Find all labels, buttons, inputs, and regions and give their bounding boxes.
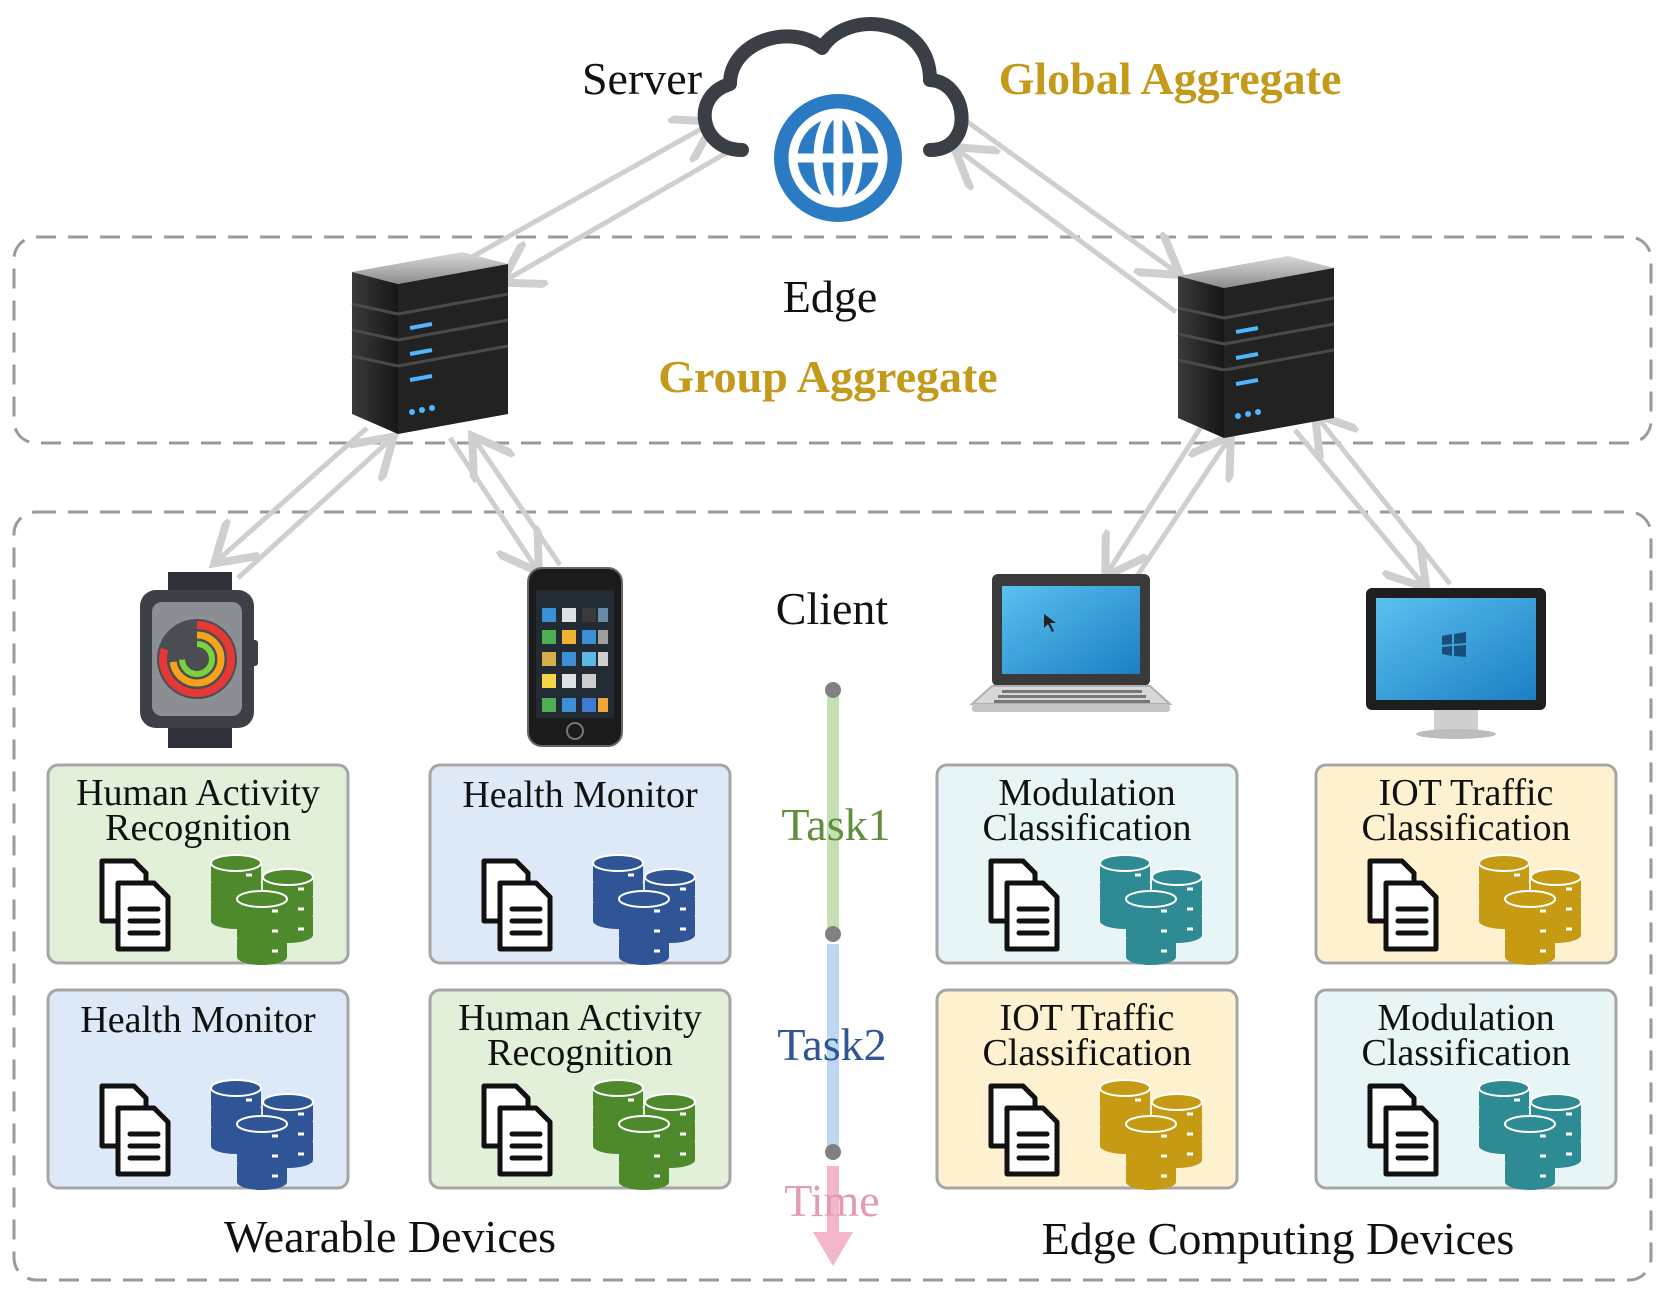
global-aggregate-label: Global Aggregate — [999, 53, 1342, 104]
timeline — [813, 682, 853, 1266]
document-icon — [1367, 858, 1439, 952]
wearable-devices-label: Wearable Devices — [224, 1211, 556, 1262]
database-icon — [1478, 1079, 1582, 1190]
document-icon — [99, 1083, 171, 1177]
laptop-icon — [969, 574, 1173, 712]
edge-server-left-icon — [351, 252, 509, 434]
time-label: Time — [784, 1175, 879, 1226]
client-region — [12, 510, 1653, 1282]
task1-label: Task1 — [781, 799, 890, 850]
database-icon — [210, 854, 314, 965]
document-icon — [988, 858, 1060, 952]
task-card-label: Health Monitor — [80, 999, 316, 1041]
database-icon — [210, 1079, 314, 1190]
task-card: Health Monitor — [46, 988, 350, 1190]
cloud-icon — [697, 17, 969, 222]
smartwatch-icon — [140, 572, 258, 748]
edge-label: Edge — [783, 271, 878, 322]
database-icon — [592, 1079, 696, 1190]
document-icon — [481, 858, 553, 952]
database-icon — [592, 854, 696, 965]
smartphone-icon — [527, 567, 623, 747]
document-icon — [481, 1083, 553, 1177]
task-card-label: Health Monitor — [462, 774, 698, 816]
database-icon — [1478, 854, 1582, 965]
task-card: Health Monitor — [428, 763, 732, 965]
edge-region — [12, 235, 1653, 445]
document-icon — [99, 858, 171, 952]
database-icon — [1099, 1079, 1203, 1190]
group-aggregate-label: Group Aggregate — [658, 351, 997, 402]
task2-label: Task2 — [777, 1019, 886, 1070]
database-icon — [1099, 854, 1203, 965]
client-label: Client — [776, 583, 889, 634]
server-label: Server — [582, 53, 702, 104]
monitor-icon — [1366, 588, 1546, 739]
edge-computing-devices-label: Edge Computing Devices — [1042, 1213, 1515, 1264]
connection-arrows — [218, 118, 1452, 584]
edge-server-right-icon — [1177, 256, 1335, 438]
document-icon — [1367, 1083, 1439, 1177]
document-icon — [988, 1083, 1060, 1177]
